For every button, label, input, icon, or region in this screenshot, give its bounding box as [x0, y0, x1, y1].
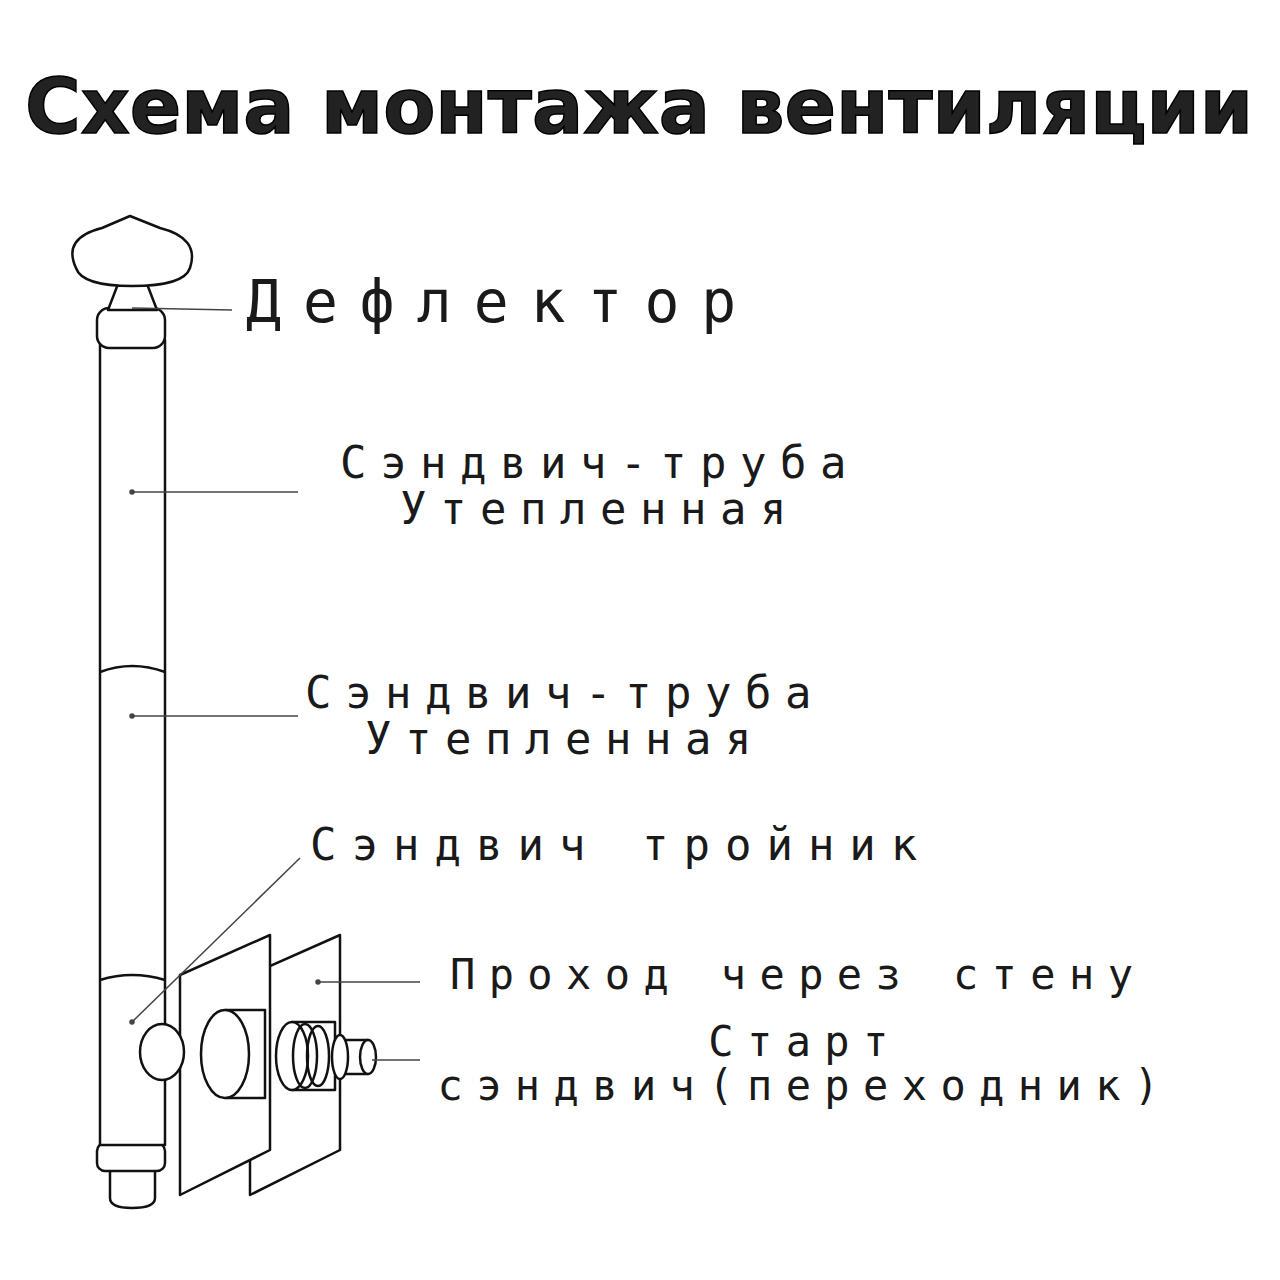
- leader-dot: [130, 714, 134, 718]
- leader-line: [132, 858, 300, 1022]
- leader-line: [132, 715, 298, 717]
- leader-line: [132, 491, 298, 493]
- leader-dot: [316, 980, 320, 984]
- deflector-neck: [108, 284, 157, 310]
- pipe-stub: [110, 1168, 155, 1208]
- diagram-title: Схема монтажа вентиляции: [25, 62, 1253, 151]
- wall-sleeve: [201, 1010, 249, 1098]
- leader-dot: [130, 1020, 134, 1024]
- start-adapter: [293, 1024, 317, 1088]
- leader-line: [318, 981, 420, 983]
- start-adapter: [307, 1026, 329, 1086]
- pipe-joint: [100, 975, 165, 980]
- start-adapter: [332, 1035, 348, 1079]
- wall-plate: [180, 935, 270, 1195]
- leader-line: [372, 1059, 420, 1061]
- leader-dot: [130, 490, 134, 494]
- leader-line: [132, 308, 232, 310]
- pipe-joint: [100, 666, 165, 672]
- part-label-tee: Сэндвич тройник: [310, 822, 932, 868]
- deflector-cap: [72, 216, 192, 286]
- part-label-wall-pass: Проход через стену: [450, 953, 1146, 997]
- tee-branch: [140, 1024, 184, 1080]
- part-label-pipe: Сэндвич-труба Утепленная: [320, 440, 880, 532]
- part-label-pipe: Сэндвич-труба Утепленная: [285, 670, 845, 762]
- part-label-deflector: Дефлектор: [246, 272, 758, 333]
- start-adapter: [360, 1040, 376, 1074]
- pipe-collar: [97, 1143, 165, 1171]
- part-label-start: Старт сэндвич(переходник): [415, 1020, 1195, 1108]
- pipe-collar: [97, 308, 165, 348]
